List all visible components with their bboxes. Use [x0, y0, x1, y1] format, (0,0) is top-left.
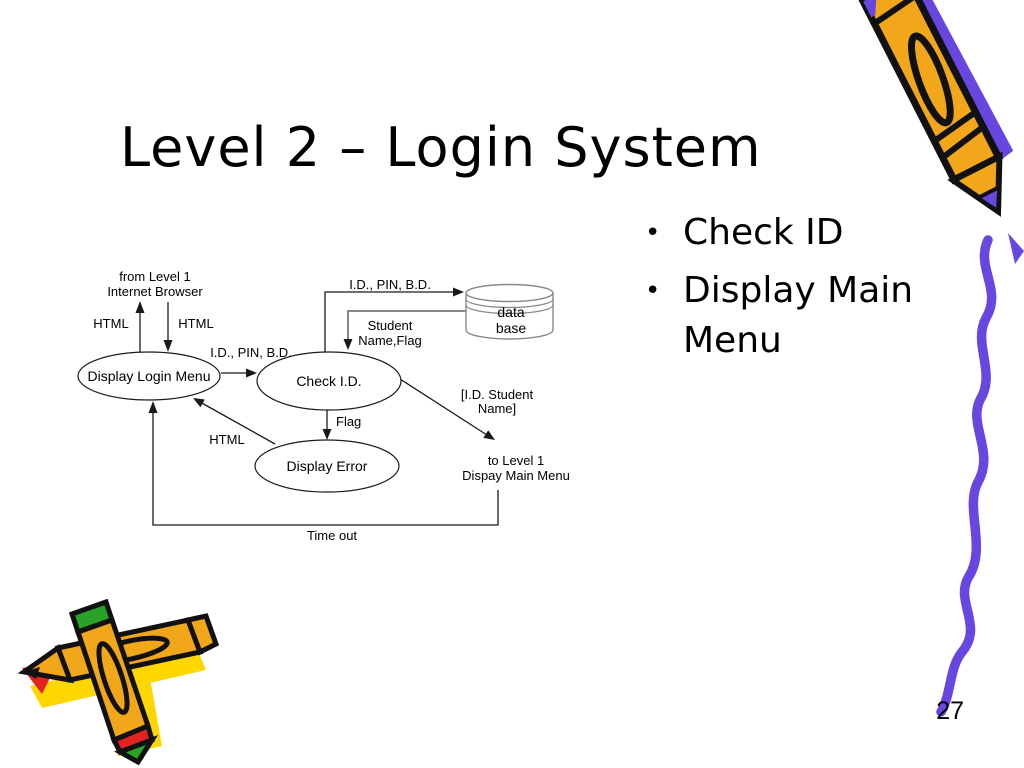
label-id-pin-bd-mid: I.D., PIN, B.D.	[210, 345, 292, 360]
node-display-login-menu: Display Login Menu	[77, 351, 221, 401]
label-html-up: HTML	[93, 316, 128, 331]
flow-check-to-database	[324, 287, 464, 352]
flow-timeout-return	[148, 401, 499, 526]
node-display-error-label: Display Error	[287, 458, 368, 474]
flow-error-to-login	[193, 398, 276, 445]
slide-title: Level 2 – Login System	[120, 116, 762, 179]
label-id-student-name-line1: [I.D. Student	[461, 387, 534, 402]
node-check-id-label: Check I.D.	[296, 373, 361, 389]
crayon-diagonal	[68, 598, 159, 766]
flow-html-up	[135, 301, 145, 352]
bullet-text-check-id: Check ID	[683, 212, 844, 253]
bullet-icon: •	[645, 276, 661, 306]
flow-flag-to-error	[322, 410, 332, 440]
bullet-item: • Display Main Menu	[645, 266, 945, 366]
label-id-pin-bd-top: I.D., PIN, B.D.	[349, 277, 431, 292]
pencil-clipart-icon	[858, 0, 1014, 217]
label-html-error: HTML	[209, 432, 244, 447]
node-display-error: Display Error	[254, 439, 400, 493]
database-cylinder-icon: data base	[465, 283, 554, 340]
bullet-icon: •	[645, 218, 661, 248]
node-display-login-menu-label: Display Login Menu	[88, 368, 211, 384]
flow-database-to-check	[343, 310, 466, 350]
label-to-level1-line1: to Level 1	[488, 453, 544, 468]
node-check-id: Check I.D.	[256, 351, 402, 411]
label-html-down: HTML	[178, 316, 213, 331]
page-number: 27	[936, 697, 964, 725]
database-label-line1: data	[497, 304, 524, 320]
bullet-item: • Check ID	[645, 208, 945, 258]
crayons-clipart-icon	[17, 598, 220, 766]
bullet-text-display-main-menu: Display Main Menu	[683, 270, 914, 361]
label-student-name-flag-line1: Student	[368, 318, 413, 333]
bullet-list: • Check ID • Display Main Menu	[645, 208, 945, 374]
pencil-tip-fleck	[1008, 233, 1024, 264]
dataflow-diagram: Display Login Menu Check I.D. Display Er…	[77, 269, 570, 543]
database-label-line2: base	[496, 320, 527, 336]
flow-html-down	[163, 302, 173, 352]
external-entity-label-line1: from Level 1	[119, 269, 191, 284]
label-id-student-name-line2: Name]	[478, 401, 516, 416]
squiggle-line	[936, 235, 997, 717]
label-flag: Flag	[336, 414, 361, 429]
label-student-name-flag-line2: Name,Flag	[358, 333, 422, 348]
label-time-out: Time out	[307, 528, 357, 543]
label-to-level1-line2: Dispay Main Menu	[462, 468, 570, 483]
external-entity-label-line2: Internet Browser	[107, 284, 203, 299]
flow-login-to-check	[221, 368, 257, 378]
flow-check-to-level1	[399, 378, 495, 440]
